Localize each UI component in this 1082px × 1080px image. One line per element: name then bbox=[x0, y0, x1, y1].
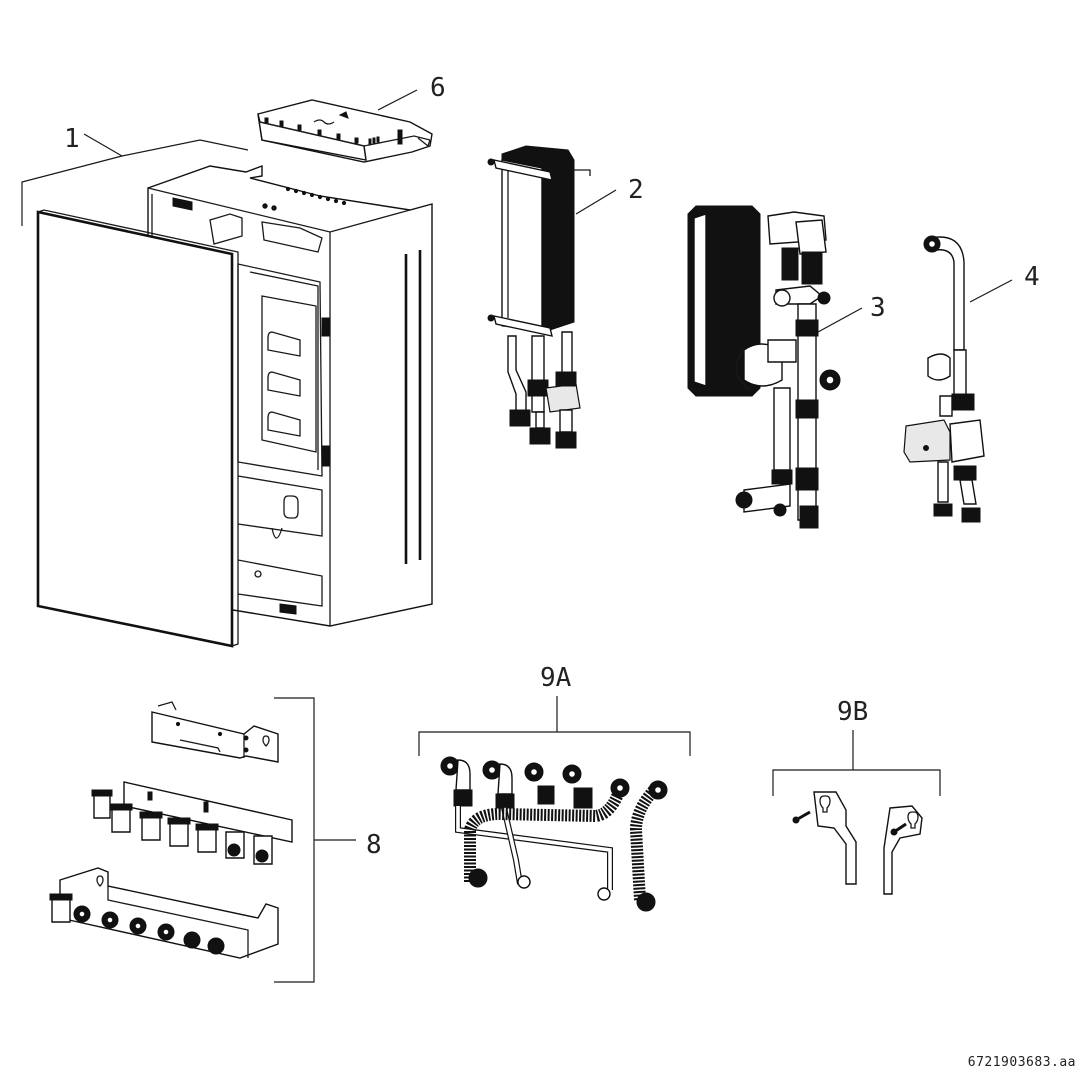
part-6-control-box bbox=[257, 99, 433, 163]
callout-bracket-8 bbox=[274, 697, 356, 983]
callout-1: 1 bbox=[64, 124, 80, 154]
leader-2 bbox=[575, 189, 617, 215]
callout-bracket-9b bbox=[772, 730, 941, 796]
leader-4 bbox=[969, 279, 1013, 303]
part-4-pump-with-pipe bbox=[903, 235, 985, 523]
vent-holes bbox=[262, 186, 347, 211]
part-2-heat-exchanger bbox=[487, 145, 591, 449]
leader-6 bbox=[377, 89, 418, 111]
callout-9a: 9A bbox=[540, 663, 572, 693]
callout-labels: 1 2 3 4 6 8 9A 9B bbox=[64, 73, 1040, 860]
part-3-valve-block bbox=[687, 205, 841, 529]
part-9a-hose-set bbox=[418, 696, 691, 912]
callout-6: 6 bbox=[430, 73, 446, 103]
part-8-connection-brackets bbox=[49, 697, 356, 983]
leader-3 bbox=[817, 307, 863, 333]
callout-9b: 9B bbox=[837, 697, 868, 727]
callout-3: 3 bbox=[870, 293, 886, 323]
leader-1 bbox=[21, 133, 249, 226]
callout-2: 2 bbox=[628, 175, 644, 205]
bottom-valve-row bbox=[49, 893, 225, 955]
callout-8: 8 bbox=[366, 830, 382, 860]
callout-4: 4 bbox=[1024, 262, 1040, 292]
callout-bracket-9a bbox=[418, 696, 691, 756]
part-9b-wall-brackets bbox=[772, 730, 941, 895]
leader-lines bbox=[21, 89, 1013, 333]
middle-valve-row bbox=[91, 789, 273, 865]
document-number: 6721903683.aa bbox=[967, 1055, 1076, 1070]
part-1-casing bbox=[36, 164, 433, 648]
